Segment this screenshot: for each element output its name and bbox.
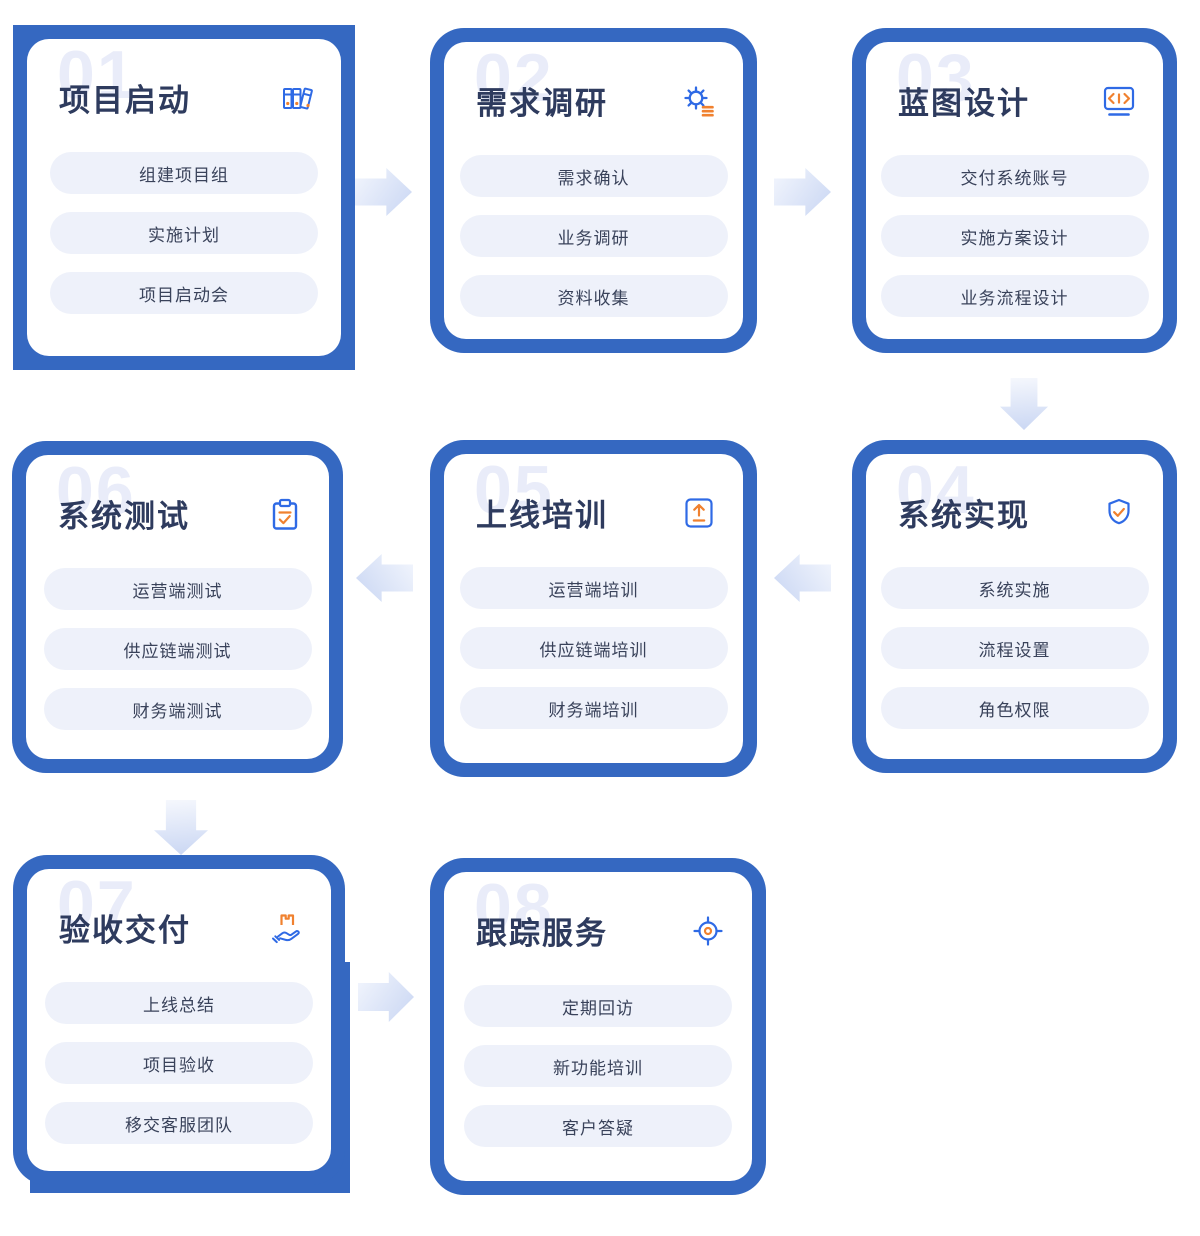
list-item: 资料收集 (459, 275, 728, 317)
card-body: 02 需求调研 需求确认 业务调研 资料收集 (444, 42, 743, 339)
target-icon (693, 915, 723, 946)
list-item: 实施方案设计 (880, 215, 1149, 257)
list-item: 项目验收 (45, 1042, 313, 1084)
list-item: 系统实施 (880, 567, 1149, 609)
card-item-list: 运营端测试 供应链端测试 财务端测试 (43, 568, 312, 730)
list-item: 流程设置 (880, 627, 1149, 669)
step-number: 08 (474, 872, 554, 946)
card-title: 蓝图设计 (898, 86, 1030, 121)
step-number: 02 (474, 42, 554, 116)
list-item: 定期回访 (464, 985, 732, 1027)
flow-arrow-down-icon (1000, 378, 1048, 430)
card-item-list: 需求确认 业务调研 资料收集 (459, 155, 728, 317)
card-title: 需求调研 (476, 86, 608, 121)
flow-arrow-right-icon (358, 972, 414, 1022)
flow-arrow-right-icon (774, 168, 831, 216)
step-number: 01 (57, 39, 137, 113)
process-card-system-testing: 06 系统测试 运营端测试 供应链端测试 财务端测试 (12, 441, 343, 773)
card-title: 验收交付 (59, 913, 191, 948)
step-number: 03 (896, 42, 976, 116)
process-card-project-launch: 01 项目启动 组建项目组 实施计划 项目启动会 (13, 25, 355, 370)
step-number: 04 (896, 454, 976, 528)
list-item: 运营端测试 (43, 568, 312, 610)
card-title: 系统测试 (58, 499, 190, 534)
card-item-list: 上线总结 项目验收 移交客服团队 (45, 982, 313, 1144)
list-item: 供应链端培训 (459, 627, 728, 669)
process-card-system-implementation: 04 系统实现 系统实施 流程设置 角色权限 (852, 440, 1177, 773)
card-title: 上线培训 (476, 498, 608, 533)
card-body: 05 上线培训 运营端培训 供应链端培训 财务端培训 (444, 454, 743, 763)
process-card-launch-training: 05 上线培训 运营端培训 供应链端培训 财务端培训 (430, 440, 757, 777)
list-item: 组建项目组 (50, 152, 318, 194)
card-item-list: 组建项目组 实施计划 项目启动会 (50, 152, 318, 314)
card-body: 06 系统测试 运营端测试 供应链端测试 财务端测试 (26, 455, 329, 759)
flow-arrow-right-icon (355, 168, 412, 216)
flow-arrow-left-icon (774, 554, 831, 602)
list-item: 客户答疑 (464, 1105, 732, 1147)
card-body: 03 蓝图设计 交付系统账号 实施方案设计 业务流程设计 (866, 42, 1163, 339)
card-title: 项目启动 (59, 83, 191, 118)
flow-arrow-down-icon (154, 800, 208, 855)
books-icon (283, 87, 313, 109)
gear-lines-icon (684, 85, 714, 116)
step-number: 07 (57, 869, 137, 943)
card-item-list: 交付系统账号 实施方案设计 业务流程设计 (880, 155, 1149, 317)
card-body: 04 系统实现 系统实施 流程设置 角色权限 (866, 454, 1163, 759)
flow-arrow-left-icon (356, 554, 413, 602)
card-body: 07 验收交付 上线总结 项目验收 移交客服团队 (27, 869, 331, 1171)
card-item-list: 系统实施 流程设置 角色权限 (880, 567, 1149, 729)
list-item: 运营端培训 (459, 567, 728, 609)
code-tag-icon (1103, 86, 1135, 116)
card-item-list: 定期回访 新功能培训 客户答疑 (464, 985, 732, 1147)
clipboard-check-icon (272, 498, 298, 530)
list-item: 上线总结 (45, 982, 313, 1024)
card-title: 系统实现 (898, 498, 1030, 533)
card-item-list: 运营端培训 供应链端培训 财务端培训 (459, 567, 728, 729)
step-number: 05 (474, 454, 554, 528)
list-item: 供应链端测试 (43, 628, 312, 670)
list-item: 财务端测试 (43, 688, 312, 730)
list-item: 角色权限 (880, 687, 1149, 729)
list-item: 项目启动会 (50, 272, 318, 314)
list-item: 交付系统账号 (880, 155, 1149, 197)
list-item: 财务端培训 (459, 687, 728, 729)
card-title: 跟踪服务 (476, 916, 608, 951)
process-card-requirements-research: 02 需求调研 需求确认 业务调研 资料收集 (430, 28, 757, 353)
list-item: 移交客服团队 (45, 1102, 313, 1144)
process-card-tracking-service: 08 跟踪服务 定期回访 新功能培训 客户答疑 (430, 858, 766, 1195)
card-body: 01 项目启动 组建项目组 实施计划 项目启动会 (27, 39, 341, 356)
upload-icon (685, 497, 713, 528)
list-item: 业务流程设计 (880, 275, 1149, 317)
shield-check-icon (1108, 498, 1130, 524)
process-card-acceptance-delivery: 07 验收交付 上线总结 项目验收 移交客服团队 (13, 855, 345, 1185)
list-item: 实施计划 (50, 212, 318, 254)
process-card-blueprint-design: 03 蓝图设计 交付系统账号 实施方案设计 业务流程设计 (852, 28, 1177, 353)
list-item: 需求确认 (459, 155, 728, 197)
card-body: 08 跟踪服务 定期回访 新功能培训 客户答疑 (444, 872, 752, 1181)
step-number: 06 (56, 455, 136, 529)
list-item: 业务调研 (459, 215, 728, 257)
hand-box-icon (272, 913, 300, 943)
list-item: 新功能培训 (464, 1045, 732, 1087)
